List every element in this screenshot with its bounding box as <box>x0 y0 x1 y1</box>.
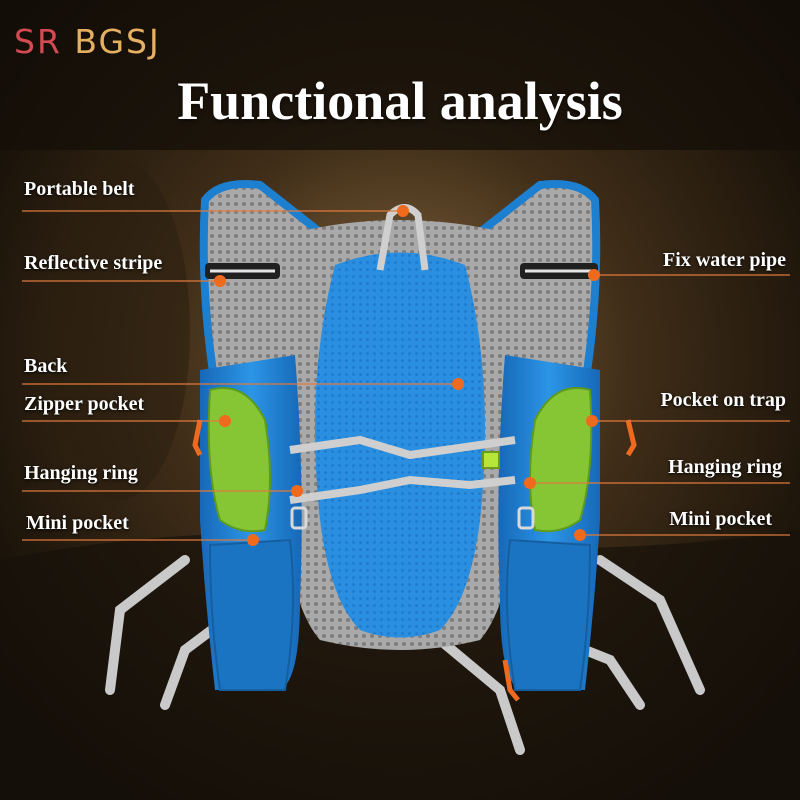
callout-dots <box>214 205 600 546</box>
page-title: Functional analysis <box>177 71 623 131</box>
callout-back: Back <box>24 355 68 377</box>
callout-pocket-on-trap: Pocket on trap <box>660 389 786 411</box>
zipper-pocket-right <box>529 387 593 533</box>
hanging-ring-right <box>517 506 535 530</box>
brand-part-1: SR <box>14 22 62 61</box>
callout-portable-belt: Portable belt <box>24 178 135 200</box>
callout-lines <box>22 210 790 541</box>
callout-mini-pocket-left: Mini pocket <box>26 512 129 534</box>
callout-mini-pocket-right: Mini pocket <box>669 508 772 530</box>
brand-part-2: BGSJ <box>74 22 161 61</box>
mini-pocket-left <box>208 538 295 691</box>
sternum-strap-upper <box>289 435 516 460</box>
callout-hanging-ring-left: Hanging ring <box>24 462 138 484</box>
side-strap-left <box>105 555 190 695</box>
side-strap-right <box>595 555 705 695</box>
callout-fix-water-pipe: Fix water pipe <box>663 249 786 271</box>
callout-zipper-pocket: Zipper pocket <box>24 393 145 415</box>
sternum-buckle <box>482 451 500 469</box>
callout-reflective-stripe: Reflective stripe <box>24 252 163 274</box>
back-panel-center <box>315 252 485 638</box>
runner-silhouette <box>50 160 190 500</box>
hanging-ring-left <box>290 506 308 530</box>
mini-pocket-right <box>505 538 592 691</box>
brand-logo: SR BGSJ <box>14 22 161 61</box>
sternum-strap-lower <box>289 475 516 504</box>
callout-hanging-ring-right: Hanging ring <box>668 456 782 478</box>
